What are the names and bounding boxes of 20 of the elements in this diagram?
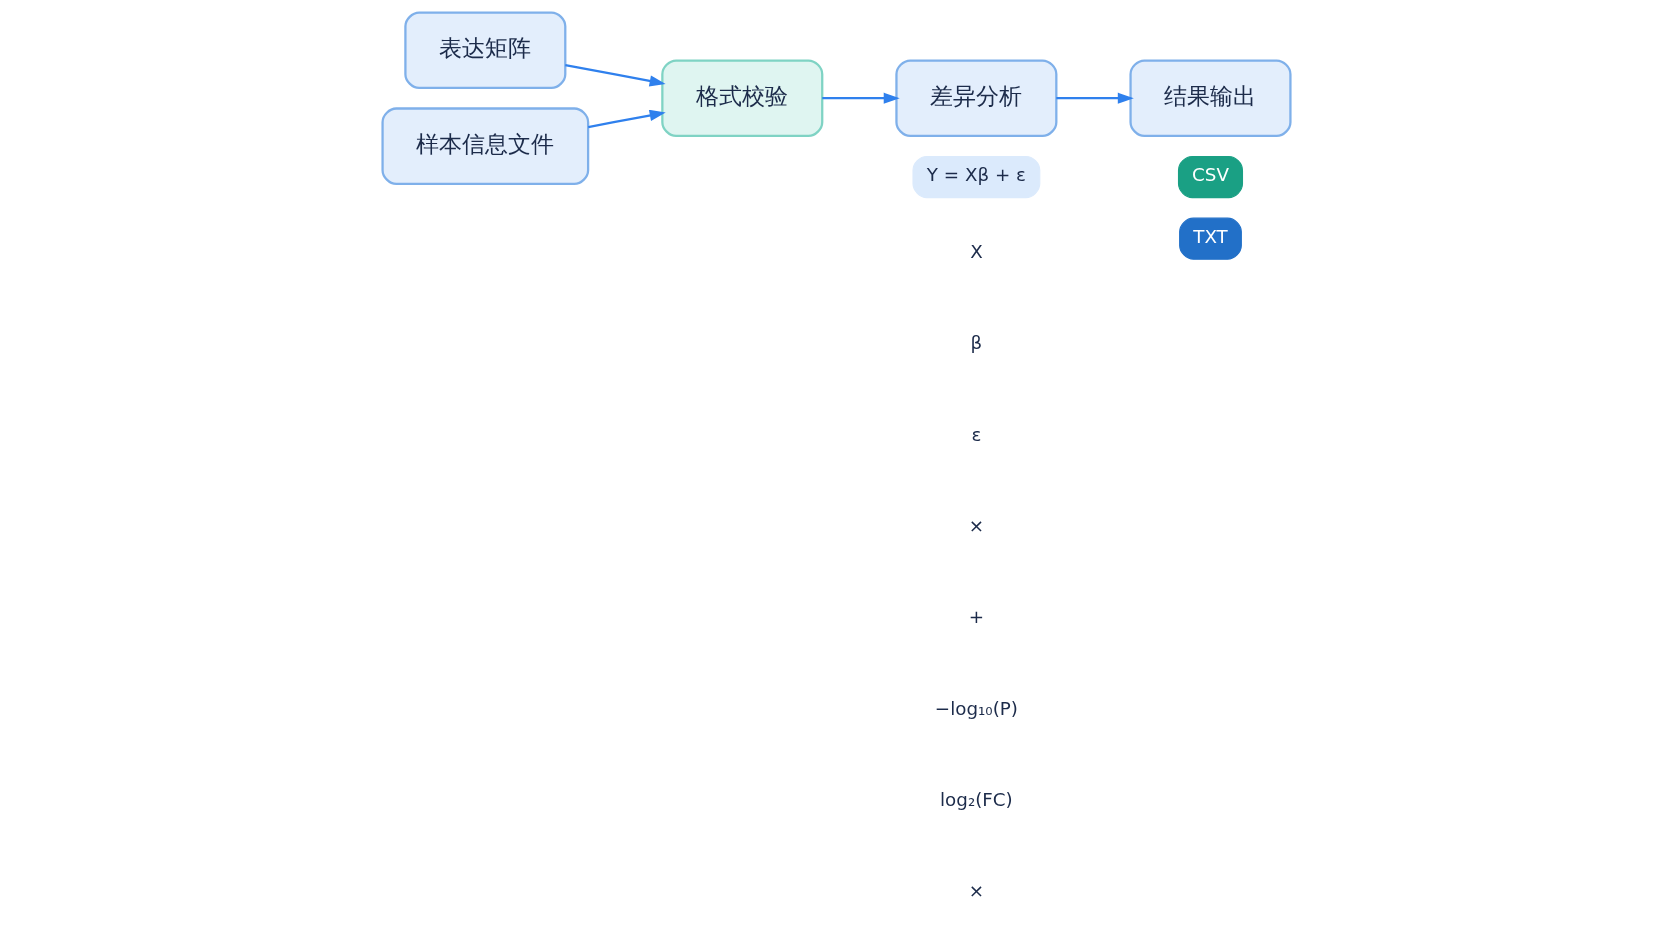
label: Y = Xβ + ε bbox=[926, 164, 1026, 186]
label: −log₁₀(P) bbox=[934, 697, 1018, 719]
label: + bbox=[968, 606, 984, 628]
arrow bbox=[1055, 92, 1134, 104]
node-box: 格式校验 bbox=[660, 59, 823, 138]
node-box: 结果输出 bbox=[1128, 59, 1292, 138]
label: X bbox=[969, 240, 983, 262]
node-box: 样本信息文件 bbox=[380, 107, 589, 185]
arrow bbox=[587, 109, 666, 129]
label: CSV bbox=[1191, 164, 1229, 186]
label: × bbox=[968, 514, 984, 536]
label: β bbox=[970, 332, 982, 354]
node-box: 表达矩阵 bbox=[403, 11, 566, 90]
label: TXT bbox=[1192, 226, 1228, 248]
label: log₂(FC) bbox=[939, 789, 1013, 811]
arrow bbox=[821, 92, 900, 104]
arrow bbox=[564, 63, 666, 87]
label: × bbox=[968, 880, 984, 902]
node-box: 差异分析 bbox=[894, 59, 1057, 138]
label: ε bbox=[970, 423, 981, 445]
